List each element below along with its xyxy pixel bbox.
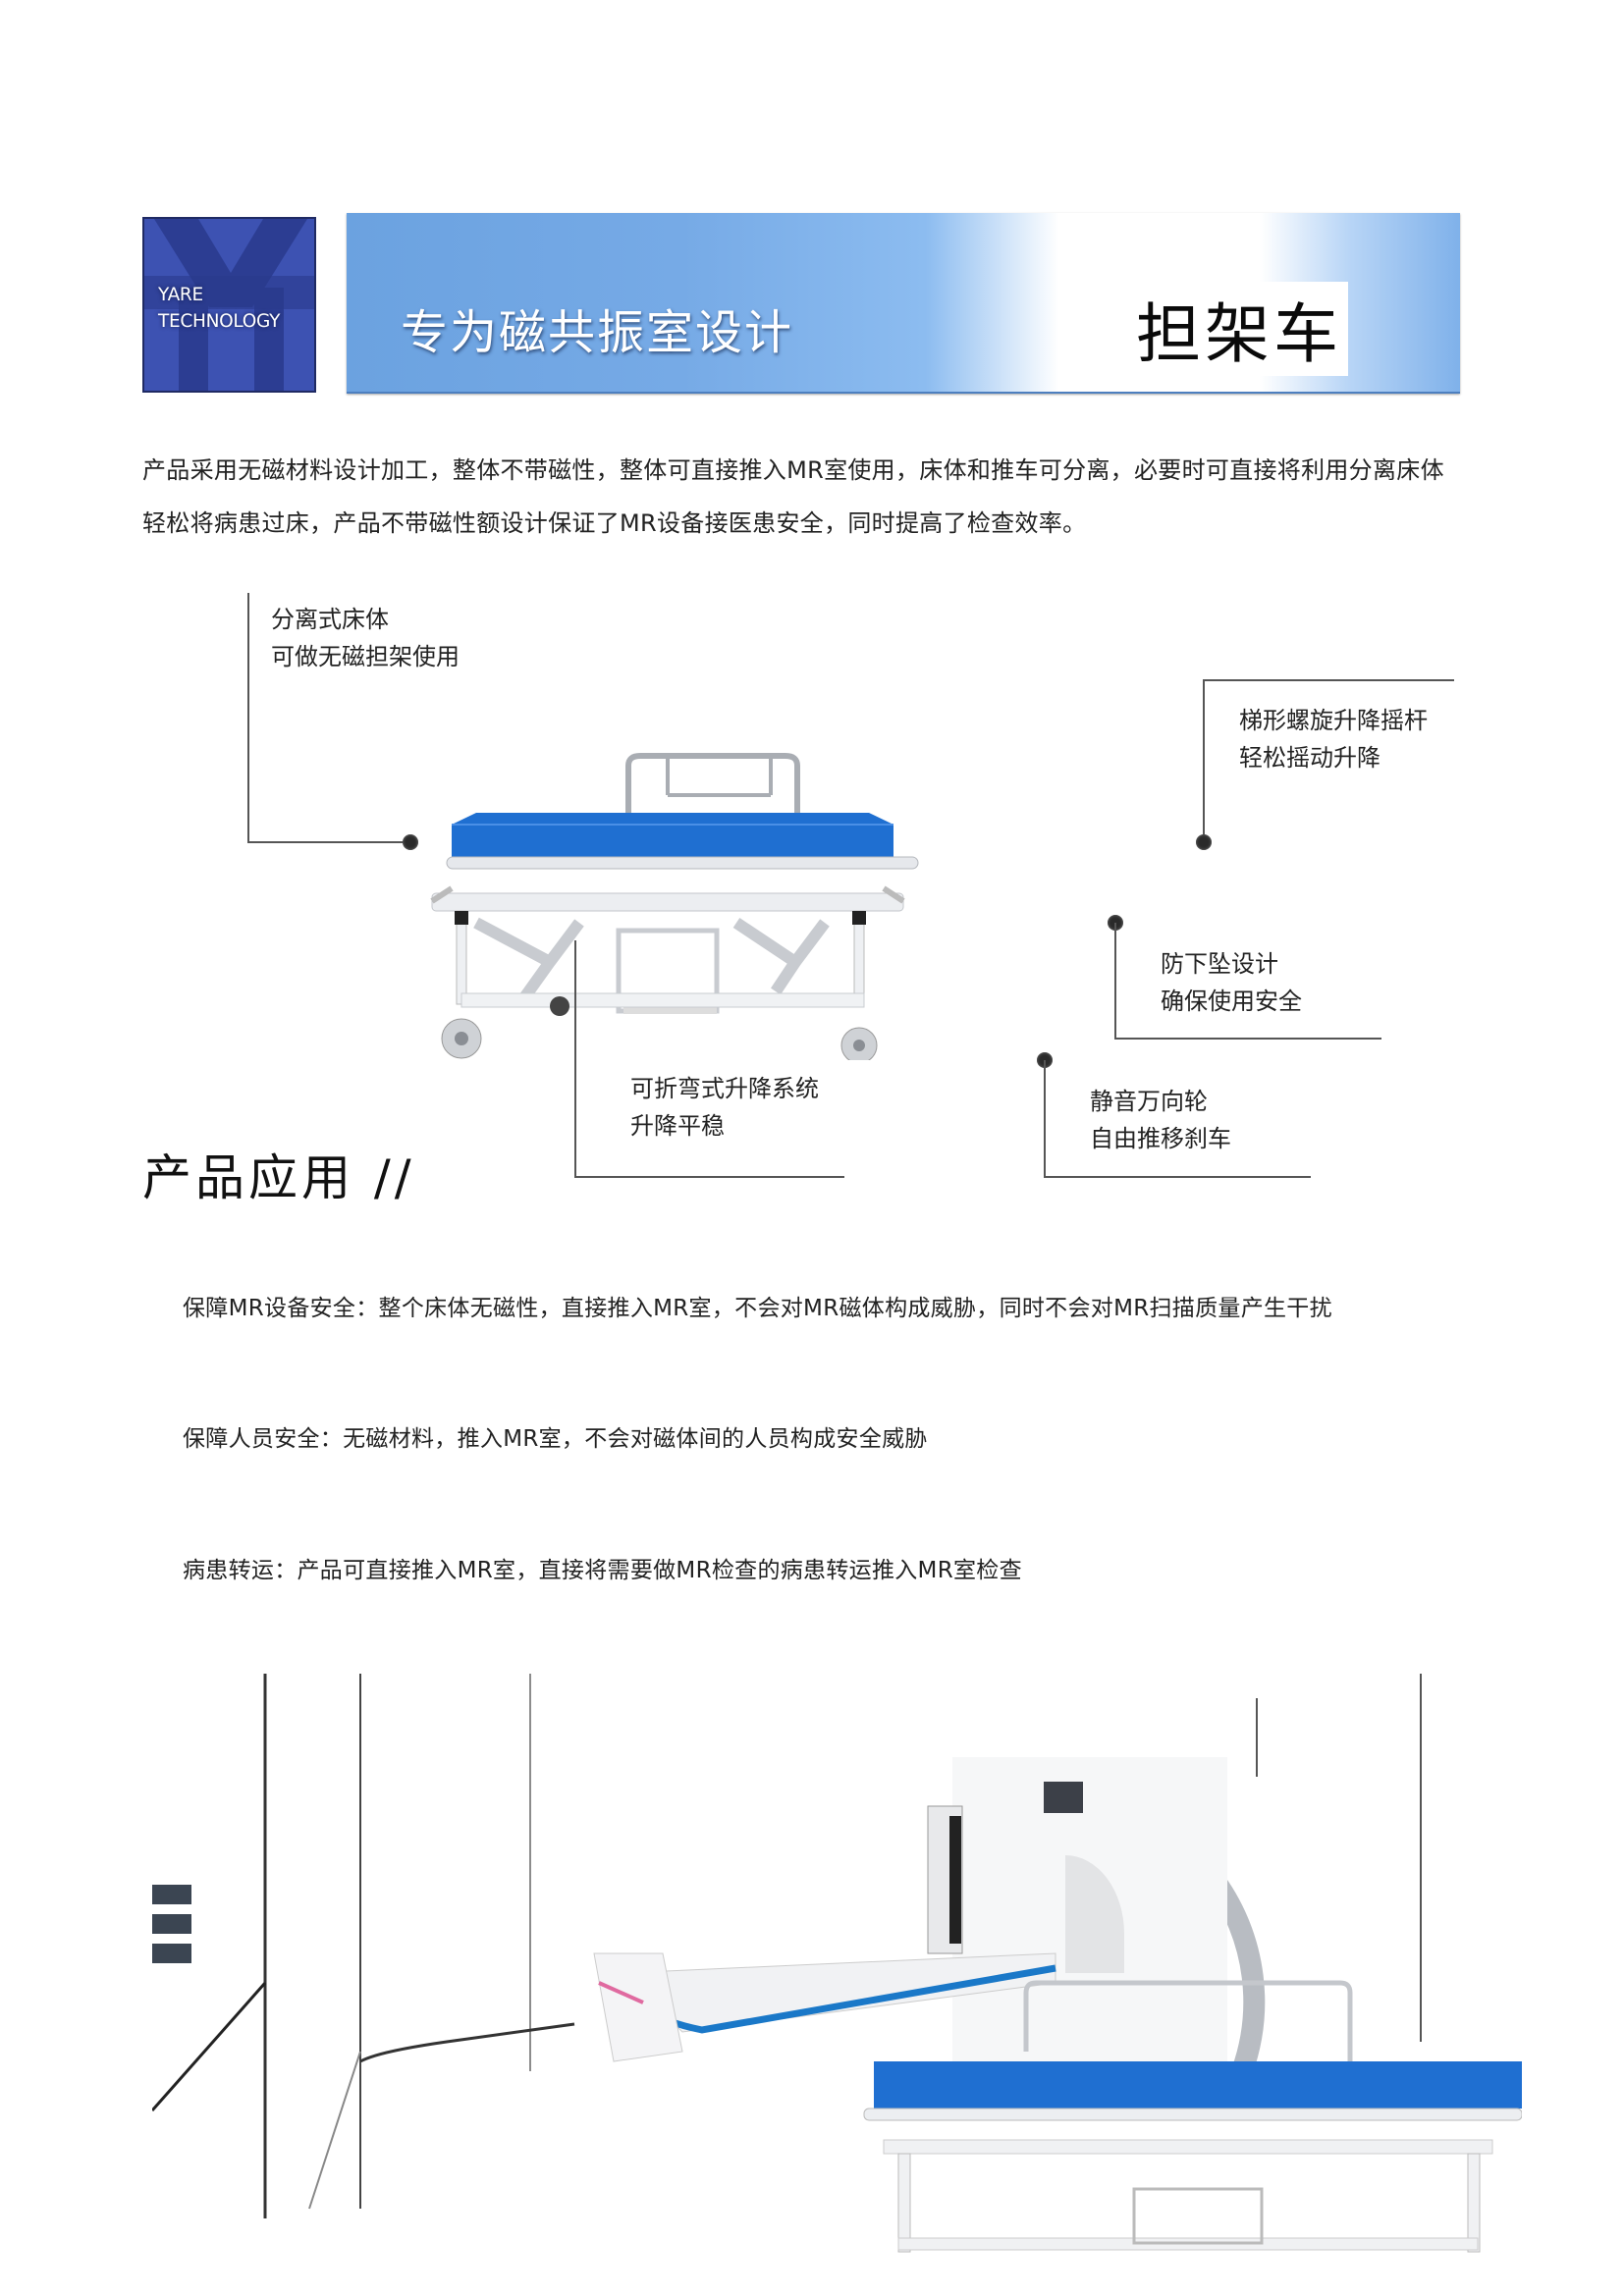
- application-item-personnel-safety: 保障人员安全：无磁材料，推入MR室，不会对磁体间的人员构成安全威胁: [183, 1426, 928, 1452]
- callout-desc: 自由推移刹车: [1090, 1125, 1231, 1152]
- callout-desc: 可做无磁担架使用: [271, 643, 460, 670]
- product-diagram: 分离式床体 可做无磁担架使用 梯形螺旋升降摇杆 轻松摇动升降 防下坠设计 确保使…: [247, 593, 1454, 1178]
- callout-separable-bed: 分离式床体 可做无磁担架使用: [271, 601, 460, 675]
- callout-folding-lift: 可折弯式升降系统 升降平稳: [630, 1070, 819, 1145]
- logo-line-1: YARE: [158, 285, 203, 305]
- callout-title: 防下坠设计: [1161, 950, 1278, 978]
- callout-desc: 轻松摇动升降: [1239, 744, 1380, 772]
- callout-anti-fall: 防下坠设计 确保使用安全: [1161, 945, 1302, 1020]
- stretcher-illustration: [430, 753, 919, 1060]
- mr-room-photo: [150, 1659, 1523, 2268]
- banner-subtitle: 专为磁共振室设计: [401, 305, 794, 360]
- company-logo: YARE TECHNOLOGY: [142, 217, 316, 393]
- intro-paragraph: 产品采用无磁材料设计加工，整体不带磁性，整体可直接推入MR室使用，床体和推车可分…: [142, 456, 1444, 537]
- callout-trapezoid-screw: 梯形螺旋升降摇杆 轻松摇动升降: [1239, 702, 1428, 776]
- callout-desc: 升降平稳: [630, 1112, 725, 1140]
- callout-title: 静音万向轮: [1090, 1088, 1208, 1115]
- callout-desc: 确保使用安全: [1161, 988, 1302, 1015]
- section-title-applications: 产品应用 //: [142, 1149, 415, 1206]
- application-item-equipment-safety: 保障MR设备安全：整个床体无磁性，直接推入MR室，不会对MR磁体构成威胁，同时不…: [183, 1296, 1332, 1321]
- mr-room-illustration: [150, 1659, 1523, 2268]
- callout-silent-caster: 静音万向轮 自由推移刹车: [1090, 1083, 1231, 1157]
- header-banner: 专为磁共振室设计 担架车: [347, 213, 1460, 394]
- callout-title: 可折弯式升降系统: [630, 1075, 819, 1102]
- application-item-patient-transfer: 病患转运：产品可直接推入MR室，直接将需要做MR检查的病患转运推入MR室检查: [183, 1558, 1022, 1583]
- page-title: 担架车: [1130, 282, 1348, 376]
- callout-title: 梯形螺旋升降摇杆: [1239, 707, 1428, 734]
- logo-line-2: TECHNOLOGY: [158, 311, 281, 332]
- callout-title: 分离式床体: [271, 606, 389, 633]
- logo-y-mark-icon: [144, 219, 314, 391]
